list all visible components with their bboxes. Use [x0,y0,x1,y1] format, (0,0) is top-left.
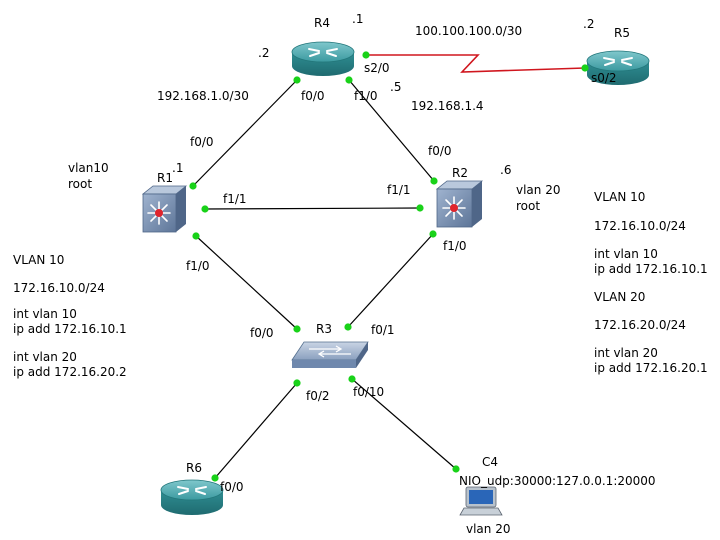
port-dot[interactable] [201,205,209,213]
switch-r3[interactable] [291,341,369,368]
port-dot[interactable] [211,474,219,482]
port-label: f0/10 [353,385,384,399]
link-r1-r3[interactable] [195,235,298,330]
port-label: f1/0 [354,89,378,103]
port-label: f0/2 [306,389,330,403]
device-label-r1: R1 [157,171,173,185]
computer-c4[interactable] [459,486,503,516]
r1-vlan-note: vlan10 [68,161,109,175]
network-label: 192.168.1.4 [411,99,484,113]
note-line: ip add 172.16.10.1 [13,322,127,336]
port-dot[interactable] [430,177,438,185]
address-label: .5 [390,80,401,94]
link-r3-r6[interactable] [214,382,298,479]
device-label-r2: R2 [452,166,468,180]
port-dots [189,51,589,482]
address-label: .6 [500,163,511,177]
note-line: VLAN 10 [594,190,645,204]
port-label: f1/0 [443,239,467,253]
port-label: f1/1 [223,192,247,206]
address-label: .1 [352,12,363,26]
note-line: int vlan 10 [13,307,77,321]
port-label: f1/0 [186,259,210,273]
links [192,54,586,479]
port-label: s0/2 [591,71,617,85]
port-dot[interactable] [362,51,370,59]
port-dot[interactable] [293,325,301,333]
note-line: int vlan 20 [594,346,658,360]
l3switch-r2[interactable] [435,180,484,228]
r1-role-note: root [68,177,92,191]
link-r3-c4[interactable] [351,378,457,470]
port-label: f0/0 [428,144,452,158]
link-r4-r2[interactable] [348,79,435,182]
port-dot[interactable] [192,232,200,240]
router-r4[interactable] [291,41,355,76]
port-dot[interactable] [348,375,356,383]
note-line: VLAN 20 [594,290,645,304]
device-vlan-c4: vlan 20 [466,522,510,536]
note-line: int vlan 10 [594,247,658,261]
r2-role-note: root [516,199,540,213]
r2-vlan-note: vlan 20 [516,183,560,197]
note-line: ip add 172.16.10.1 [594,262,708,276]
note-line: ip add 172.16.20.2 [13,365,127,379]
device-label-c4: C4 [482,455,498,469]
link-r4-r1[interactable] [192,79,298,187]
device-label-r5: R5 [614,26,630,40]
device-desc-c4: NIO_udp:30000:127.0.0.1:20000 [459,474,656,488]
address-label: .2 [258,46,269,60]
port-dot[interactable] [189,182,197,190]
router-r5[interactable] [586,50,650,85]
port-label: f0/0 [190,135,214,149]
port-dot[interactable] [345,76,353,84]
l3switch-r1[interactable] [141,185,188,233]
device-label-r4: R4 [314,16,330,30]
port-dot[interactable] [344,323,352,331]
port-dot[interactable] [581,64,589,72]
link-r1-r2[interactable] [204,207,421,210]
port-dot[interactable] [293,379,301,387]
device-label-r3: R3 [316,322,332,336]
right-config-notes: VLAN 10 172.16.10.0/24 int vlan 10 ip ad… [594,190,708,375]
port-label: f0/0 [250,326,274,340]
device-label-r6: R6 [186,461,202,475]
address-label: .1 [172,161,183,175]
port-dot[interactable] [452,465,460,473]
note-line: ip add 172.16.20.1 [594,361,708,375]
note-line: VLAN 10 [13,253,64,267]
port-label: f1/1 [387,183,411,197]
network-label: 100.100.100.0/30 [415,24,522,38]
port-dot[interactable] [429,230,437,238]
note-line: int vlan 20 [13,350,77,364]
left-config-notes: VLAN 10 172.16.10.0/24 int vlan 10 ip ad… [13,253,127,379]
router-r6[interactable] [160,479,224,515]
port-label: s2/0 [364,61,390,75]
port-label: f0/1 [371,323,395,337]
note-line: 172.16.10.0/24 [594,219,686,233]
port-dot[interactable] [293,76,301,84]
port-label: f0/0 [220,480,244,494]
note-line: 172.16.20.0/24 [594,318,686,332]
address-label: .2 [583,17,594,31]
link-r4-r5-serial[interactable] [366,54,586,73]
port-label: f0/0 [301,89,325,103]
note-line: 172.16.10.0/24 [13,281,105,295]
network-label: 192.168.1.0/30 [157,89,249,103]
port-dot[interactable] [416,204,424,212]
link-r2-r3[interactable] [347,233,434,328]
